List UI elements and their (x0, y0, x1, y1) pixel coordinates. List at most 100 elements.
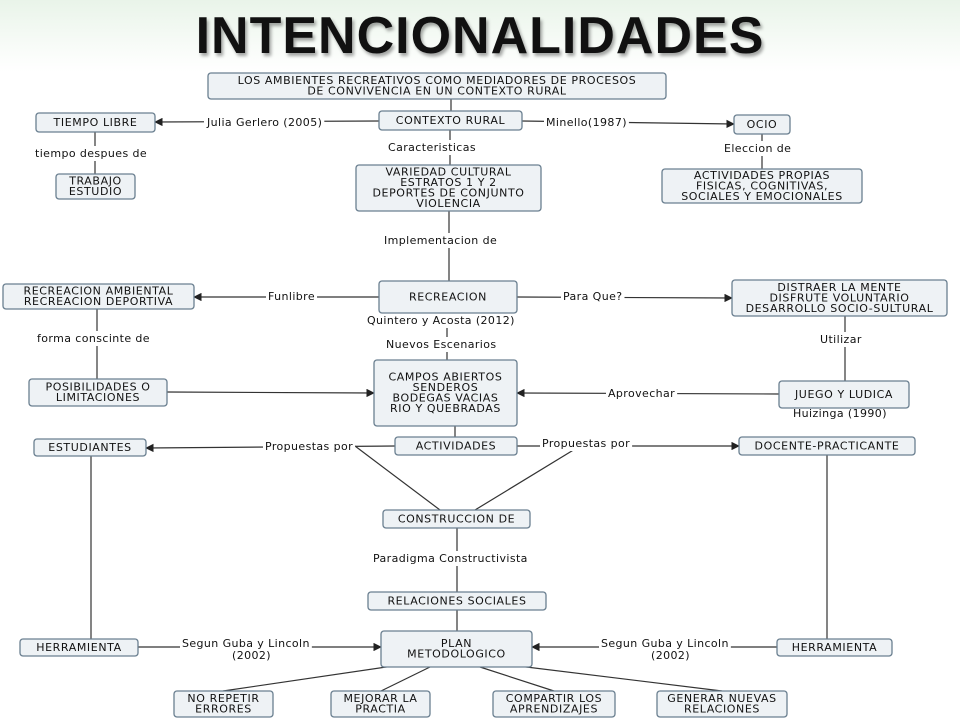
link-label-backdrop (35, 331, 152, 346)
link-label-text: Minello(1987) (546, 116, 627, 129)
connector-line (380, 666, 431, 692)
link-label-text: (2002) (232, 649, 271, 662)
node-actividades: ACTIVIDADES (394, 436, 518, 456)
node-box (380, 630, 533, 668)
node-label: POSIBILIDADES O (45, 381, 150, 394)
node-label: DE CONVIVENCIA EN UN CONTEXTO RURAL (307, 85, 567, 98)
link-label-backdrop (606, 386, 678, 401)
node-label: JUEGO Y LUDICA (794, 388, 893, 401)
link-label-backdrop (266, 289, 318, 304)
link-label-minello: Minello(1987) (544, 115, 629, 130)
node-label: HERRAMIENTA (792, 641, 878, 654)
link-label-text: Utilizar (820, 333, 862, 346)
link-label-caracteristicas: Caracteristicas (386, 140, 479, 155)
node-label: ESTRATOS 1 Y 2 (400, 176, 497, 189)
link-label-julia: Julia Gerlero (2005) (204, 115, 325, 130)
link-label-tiempo-despues: tiempo despues de (33, 146, 150, 161)
node-label: MEJORAR LA (343, 692, 417, 705)
node-root: LOS AMBIENTES RECREATIVOS COMO MEDIADORE… (207, 72, 667, 100)
link-label-text: Propuestas por (265, 440, 353, 453)
node-label: TRABAJO (68, 175, 122, 188)
link-label-text: Para Que? (563, 290, 622, 303)
node-juego: JUEGO Y LUDICA (778, 380, 910, 409)
link-label-text: Paradigma Constructivista (373, 552, 528, 565)
node-label: LOS AMBIENTES RECREATIVOS COMO MEDIADORE… (238, 74, 637, 87)
concept-nodes: LOS AMBIENTES RECREATIVOS COMO MEDIADORE… (2, 72, 948, 718)
link-label-backdrop (180, 636, 312, 663)
link-label-backdrop (382, 233, 500, 248)
node-label: SENDEROS (413, 381, 479, 394)
link-label-backdrop (384, 337, 499, 352)
node-label: APRENDIZAJES (510, 703, 598, 716)
link-label-utilizar: Utilizar (818, 332, 864, 347)
node-label: BODEGAS VACIAS (393, 392, 499, 405)
node-box (733, 114, 791, 135)
node-label: RECREACION AMBIENTAL (23, 285, 173, 298)
node-label: CAMPOS ABIERTOS (389, 371, 503, 384)
link-label-backdrop (33, 146, 150, 161)
node-label: METODOLOGICO (407, 648, 506, 661)
node-label: DISFRUTE VOLUNTARIO (769, 291, 909, 304)
link-label-guba1: Segun Guba y Lincoln(2002) (180, 636, 312, 663)
node-label: CONTEXTO RURAL (396, 114, 506, 127)
node-box (2, 283, 195, 310)
link-label-eleccion: Eleccion de (722, 141, 794, 156)
link-label-funlibre: Funlibre (266, 289, 318, 304)
node-label: ACTIVIDADES PROPIAS (694, 169, 830, 182)
node-label: RECREACION (409, 290, 487, 303)
node-box (330, 690, 431, 718)
node-recreacion: RECREACION (378, 280, 518, 314)
link-label-backdrop (818, 332, 864, 347)
link-label-guba2: Segun Guba y Lincoln(2002) (599, 636, 731, 663)
node-label: RIO Y QUEBRADAS (390, 402, 501, 415)
node-label: NO REPETIR (187, 692, 259, 705)
node-box (776, 638, 893, 657)
node-label: RECREACION DEPORTIVA (24, 295, 173, 308)
link-label-text: tiempo despues de (35, 147, 147, 160)
page-title: INTENCIONALIDADES (195, 7, 765, 65)
node-label: FISICAS, COGNITIVAS, (696, 179, 828, 192)
node-box (173, 690, 274, 718)
link-label-text: Segun Guba y Lincoln (601, 637, 729, 650)
node-docente: DOCENTE-PRACTICANTE (738, 436, 916, 456)
link-label-text: Nuevos Escenarios (386, 338, 496, 351)
link-label-backdrop (540, 436, 633, 451)
node-label: DOCENTE-PRACTICANTE (755, 439, 900, 452)
link-label-prop1: Propuestas por (263, 439, 356, 454)
node-ocio: OCIO (733, 114, 791, 135)
node-box (382, 509, 531, 529)
link-label-text: Quintero y Acosta (2012) (367, 314, 515, 327)
link-label-backdrop (263, 439, 356, 454)
node-relaciones: RELACIONES SOCIALES (367, 591, 547, 611)
link-label-text: Propuestas por (542, 437, 630, 450)
node-label: RELACIONES (684, 703, 760, 716)
node-label: DESARROLLO SOCIO-SULTURAL (746, 302, 934, 315)
node-label: SOCIALES Y EMOCIONALES (681, 190, 843, 203)
node-box (55, 173, 136, 200)
node-label: ERRORES (195, 703, 252, 716)
node-box (661, 168, 863, 204)
link-label-backdrop (791, 406, 889, 421)
node-box (35, 112, 156, 133)
link-label-text: Caracteristicas (388, 141, 476, 154)
node-estudiantes: ESTUDIANTES (33, 438, 147, 457)
connector-line (166, 388, 375, 398)
node-label: DEPORTES DE CONJUNTO (372, 187, 524, 200)
node-label: RELACIONES SOCIALES (387, 594, 526, 607)
link-label-text: Funlibre (268, 290, 315, 303)
connector-line (479, 666, 555, 692)
node-label: DISTRAER LA MENTE (777, 281, 901, 294)
link-label-prop2: Propuestas por (540, 436, 633, 451)
node-label: VARIEDAD CULTURAL (385, 166, 511, 179)
node-label: CONSTRUCCION DE (398, 512, 515, 525)
node-construccion: CONSTRUCCION DE (382, 509, 531, 529)
